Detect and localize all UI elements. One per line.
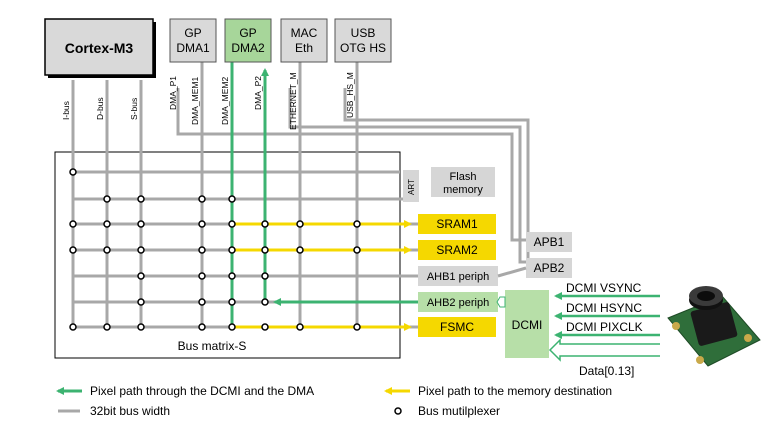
dcmi-signals	[554, 292, 660, 339]
ahb2-dcmi-arrow	[496, 296, 506, 308]
art-box: ART	[403, 170, 419, 202]
cortex-m3-box: Cortex-M3	[44, 18, 156, 78]
gp-dma2-line2: DMA2	[231, 41, 265, 55]
side-buses	[176, 88, 532, 272]
legend: Pixel path through the DCMI and the DMA …	[56, 384, 612, 418]
usb-otg-box: USB OTG HS	[334, 18, 392, 63]
usb-otg-line1: USB	[351, 26, 376, 40]
mac-eth-line1: MAC	[291, 26, 318, 40]
gp-dma2-line1: GP	[239, 26, 256, 40]
data-label: Data[0.13]	[579, 364, 634, 378]
flash-line2: memory	[443, 184, 483, 196]
ahb1-label: AHB1 periph	[427, 271, 489, 283]
apb1-label: APB1	[534, 235, 565, 249]
ethernet-m-label: ETHERNET_M	[288, 72, 298, 130]
gp-dma1-line2: DMA1	[176, 41, 210, 55]
vsync-label: DCMI VSYNC	[566, 281, 642, 295]
gp-dma1-line1: GP	[184, 26, 201, 40]
legend-bus-width: 32bit bus width	[90, 404, 170, 418]
sram1-box: SRAM1	[418, 214, 496, 234]
bus-labels: I-bus D-bus S-bus DMA_P1 DMA_MEM1 DMA_ME…	[61, 72, 355, 130]
legend-mux: Bus mutilplexer	[418, 404, 500, 418]
usb-hs-m-label: USB_HS_M	[345, 72, 355, 118]
sbus-label: S-bus	[129, 98, 139, 120]
art-label: ART	[407, 179, 416, 195]
flash-memory-box: Flash memory	[431, 167, 495, 197]
apb1-box: APB1	[526, 232, 572, 252]
fsmc-label: FSMC	[440, 320, 474, 334]
vertical-buses	[71, 52, 359, 327]
multiplexer-dots	[69, 168, 361, 331]
gp-dma1-box: GP DMA1	[169, 18, 217, 63]
apb2-box: APB2	[526, 258, 572, 278]
dbus-label: D-bus	[95, 97, 105, 120]
flash-line1: Flash	[450, 171, 477, 183]
cortex-m3-label: Cortex-M3	[65, 40, 134, 56]
dcmi-box: DCMI	[505, 290, 549, 358]
camera-module-image	[667, 286, 761, 367]
apb2-label: APB2	[534, 261, 565, 275]
dcmi-label: DCMI	[512, 318, 543, 332]
bus-matrix-label: Bus matrix-S	[178, 339, 247, 353]
fsmc-box: FSMC	[418, 317, 496, 337]
mac-eth-line2: Eth	[295, 41, 313, 55]
ahb1-periph-box: AHB1 periph	[418, 266, 498, 286]
data-bus-arrow	[548, 338, 660, 362]
pixclk-label: DCMI PIXCLK	[566, 320, 643, 334]
dma-mem2-label: DMA_MEM2	[220, 77, 230, 125]
green-paths	[230, 52, 500, 327]
hsync-label: DCMI HSYNC	[566, 301, 642, 315]
sram2-box: SRAM2	[418, 240, 496, 260]
bus-matrix-frame	[54, 151, 401, 359]
usb-otg-line2: OTG HS	[340, 41, 386, 55]
dma-p2-label: DMA_P2	[253, 76, 263, 110]
sram1-label: SRAM1	[436, 217, 478, 231]
gp-dma2-box: GP DMA2	[224, 18, 272, 63]
ahb1-to-apb-link	[497, 266, 527, 278]
ahb2-periph-box: AHB2 periph	[418, 292, 498, 312]
legend-pixel-dma: Pixel path through the DCMI and the DMA	[90, 384, 314, 398]
sram2-label: SRAM2	[436, 243, 478, 257]
dma-mem1-label: DMA_MEM1	[190, 77, 200, 125]
dma-p1-label: DMA_P1	[168, 76, 178, 110]
legend-pixel-mem: Pixel path to the memory destination	[418, 384, 612, 398]
ahb2-label: AHB2 periph	[427, 297, 489, 309]
mac-eth-box: MAC Eth	[280, 18, 328, 63]
ibus-label: I-bus	[61, 101, 71, 120]
